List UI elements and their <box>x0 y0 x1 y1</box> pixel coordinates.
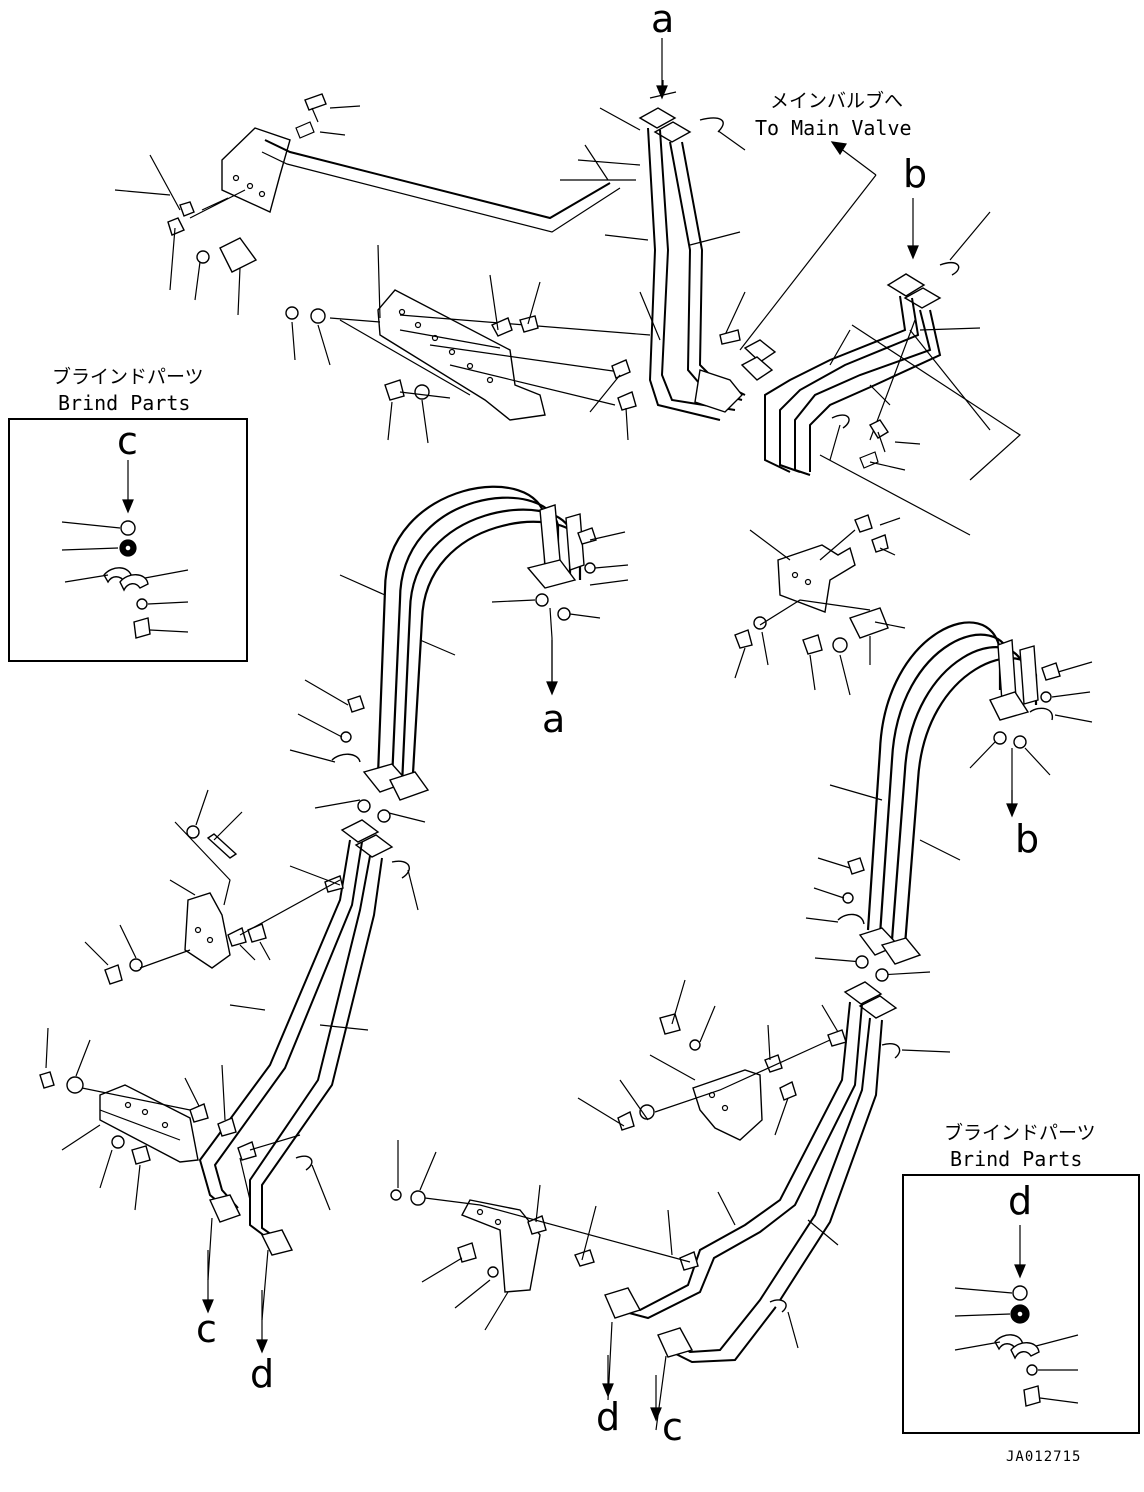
bolt-top-left <box>304 93 327 111</box>
nut-right-mid <box>734 629 753 649</box>
flange-b-top <box>886 273 926 297</box>
callout-letter-a-mid: a <box>542 697 566 741</box>
main-valve-note-en: To Main Valve <box>755 116 912 140</box>
bolt-head-top-left <box>167 217 185 236</box>
small-bracket-top-left <box>219 237 258 273</box>
callout-letter-d-bottom: d <box>596 1395 621 1439</box>
hose-fitting-top-a <box>539 504 561 566</box>
blind-parts-d-title-jp: ブラインドパーツ <box>944 1122 1096 1144</box>
bolt-long-bracket <box>384 379 405 401</box>
washer-long-bracket <box>310 308 326 324</box>
top-long-bracket-group <box>285 244 651 444</box>
bolt-c <box>133 617 151 639</box>
top-pipe-assembly-a <box>560 80 746 421</box>
top-left-bracket <box>221 127 291 213</box>
callout-letter-a-top: a <box>651 0 675 41</box>
blind-parts-d-title-en: Brind Parts <box>950 1147 1083 1171</box>
left-pipe-assembly <box>184 819 419 1321</box>
blind-parts-c-letter: c <box>117 419 138 463</box>
washer-top-left <box>196 250 210 264</box>
blind-parts-c-title-jp: ブラインドパーツ <box>52 366 204 388</box>
pipe-end-c-right <box>657 1327 694 1358</box>
o-ring-c <box>120 520 136 536</box>
flange-right-b <box>843 981 883 1005</box>
pipe-end-c <box>209 1194 241 1223</box>
right-pipe-assembly <box>604 981 951 1431</box>
callout-letter-b-mid: b <box>1015 817 1040 861</box>
flange-left-a <box>340 819 380 843</box>
hose-fitting-group <box>694 369 743 413</box>
right-mid-bracket <box>777 544 856 613</box>
arrow-to-main-valve <box>839 147 877 176</box>
top-pipe-assembly-b <box>740 211 1021 536</box>
blind-parts-c-title-en: Brind Parts <box>58 391 191 415</box>
small-bracket-right-mid <box>849 607 889 639</box>
top-left-bracket-group <box>114 93 621 316</box>
nut-long-bracket <box>285 306 299 320</box>
drawing-code: JA012715 <box>1006 1449 1082 1465</box>
blind-parts-c-detail <box>61 460 189 639</box>
callout-letter-d-left: d <box>250 1352 275 1396</box>
main-valve-note-jp: メインバルブへ <box>770 90 904 112</box>
blind-parts-c-box <box>8 418 248 662</box>
u-clip-a <box>699 117 724 133</box>
nut-top-left <box>179 201 195 217</box>
pipe-end-d <box>260 1229 294 1256</box>
callout-letter-c-left: c <box>196 1307 217 1351</box>
left-bracket-group <box>39 789 341 1211</box>
hose-loop-a <box>289 485 629 823</box>
blind-parts-d-box <box>902 1174 1140 1434</box>
right-lower-upper-bracket <box>692 1069 763 1141</box>
left-upper-bracket <box>184 892 231 969</box>
flange-a-top <box>638 107 677 129</box>
right-lower-bracket-group <box>390 979 831 1331</box>
blind-parts-d-letter: d <box>1008 1179 1033 1223</box>
hose-loop-b <box>805 621 1093 982</box>
washer-left-upper <box>186 825 200 839</box>
bolt-d <box>1023 1385 1041 1407</box>
blind-parts-d-detail <box>954 1225 1079 1407</box>
o-ring-d <box>1012 1285 1028 1301</box>
u-clip-b <box>939 261 960 276</box>
right-lower-bottom-bracket <box>461 1199 541 1293</box>
callout-letter-c-bottom: c <box>662 1405 683 1449</box>
callout-letter-b-top: b <box>903 152 928 196</box>
pipe-end-d-right <box>604 1287 642 1319</box>
bolt-b-right <box>869 419 889 439</box>
pipe-to-clip-a <box>264 139 611 220</box>
callout-arrows <box>202 38 1018 1422</box>
right-mid-bracket-group <box>734 514 906 696</box>
left-lower-bracket <box>99 1084 199 1163</box>
